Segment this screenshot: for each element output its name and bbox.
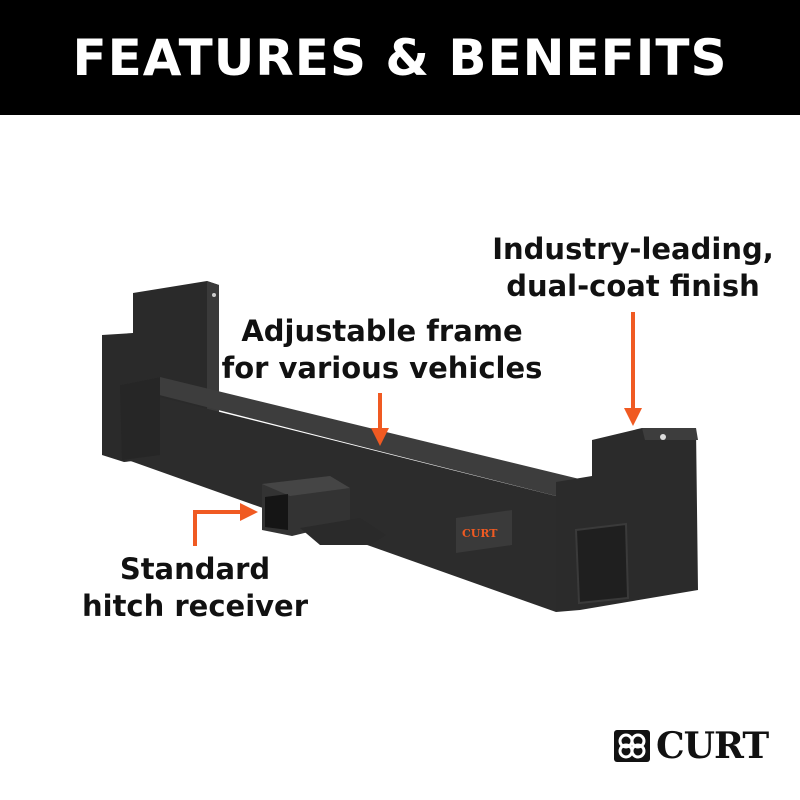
callout-finish-line1: Industry-leading,	[492, 232, 774, 266]
receiver-opening	[265, 494, 288, 530]
right-recess	[574, 522, 630, 605]
sticker-brand: CURT	[462, 527, 498, 540]
callout-receiver-line2: hitch receiver	[81, 589, 309, 623]
callout-frame: Adjustable frame for various vehicles	[222, 313, 543, 387]
brand-logo: CURT	[614, 725, 769, 767]
page-title: FEATURES & BENEFITS	[72, 28, 728, 87]
callout-finish: Industry-leading, dual-coat finish	[492, 231, 774, 305]
arrow-finish	[624, 312, 642, 426]
arrow-frame	[371, 393, 389, 446]
callout-receiver: Standard hitch receiver	[82, 551, 308, 625]
callout-finish-line2: dual-coat finish	[506, 269, 760, 303]
brand-sticker	[456, 510, 512, 553]
brand-name: CURT	[656, 725, 769, 767]
curt-emblem-icon	[614, 730, 650, 762]
arrow-receiver	[193, 503, 258, 546]
callout-receiver-line1: Standard	[119, 552, 271, 586]
callout-frame-line1: Adjustable frame	[241, 314, 523, 348]
header-banner: FEATURES & BENEFITS	[0, 0, 800, 115]
callout-frame-line2: for various vehicles	[221, 351, 543, 385]
safety-chain-plate	[300, 518, 386, 545]
tube-top-face	[120, 377, 600, 496]
